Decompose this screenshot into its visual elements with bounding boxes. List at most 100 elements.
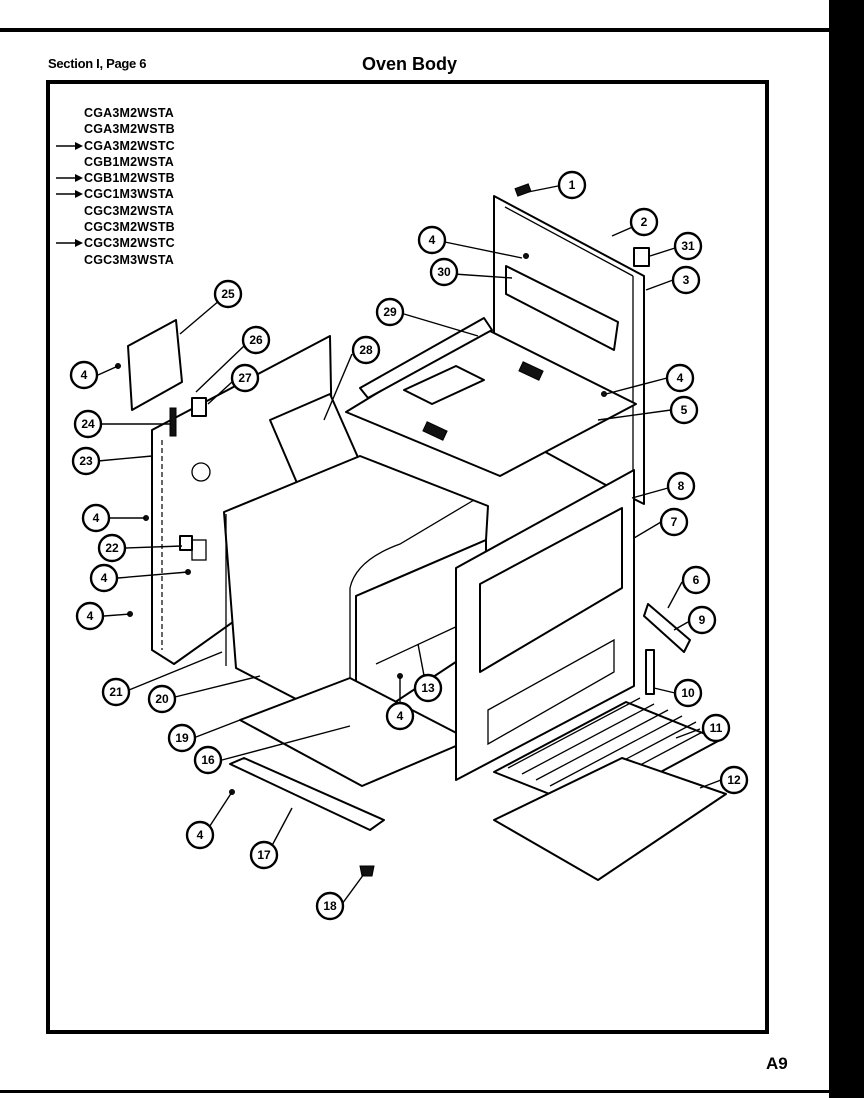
model-code: CGC1M3WSTA xyxy=(84,187,174,202)
arrow-right-icon xyxy=(56,239,83,248)
panel-25 xyxy=(127,319,183,411)
svg-text:4: 4 xyxy=(677,371,684,385)
broil-pan xyxy=(493,757,727,881)
page-code: A9 xyxy=(766,1054,788,1073)
door-hinge xyxy=(643,603,691,653)
callout-19: 19 xyxy=(167,723,197,753)
svg-text:4: 4 xyxy=(397,709,404,723)
oven-door xyxy=(455,469,635,781)
oven-body-exploded-diagram: 1 2 31 4 30 3 29 25 26 28 27 4 24 23 4 5… xyxy=(69,170,749,921)
callouts: 1 2 31 4 30 3 29 25 26 28 27 4 24 23 4 5… xyxy=(69,170,749,921)
model-number-list: CGA3M2WSTA CGA3M2WSTB CGA3M2WSTC CGB1M2W… xyxy=(56,106,175,269)
callout-22: 22 xyxy=(97,533,127,563)
svg-text:11: 11 xyxy=(710,721,723,735)
callout-9: 9 xyxy=(687,605,717,635)
svg-text:18: 18 xyxy=(323,899,337,913)
svg-text:13: 13 xyxy=(421,681,435,695)
kick-panel xyxy=(229,757,385,831)
model-code: CGB1M2WSTA xyxy=(84,154,174,169)
svg-text:4: 4 xyxy=(429,233,436,247)
model-row: CGC1M3WSTA xyxy=(56,187,175,203)
hinge-spring xyxy=(645,649,655,695)
callout-4-b: 4 xyxy=(69,360,99,390)
model-row: CGC3M3WSTA xyxy=(84,253,175,269)
callout-3: 3 xyxy=(671,265,701,295)
callout-29: 29 xyxy=(375,297,405,327)
callout-6: 6 xyxy=(681,565,711,595)
callout-1: 1 xyxy=(557,170,587,200)
bottom-border-rule xyxy=(0,1090,830,1093)
svg-text:9: 9 xyxy=(699,613,706,627)
model-row: CGB1M2WSTA xyxy=(84,155,175,171)
callout-2: 2 xyxy=(629,207,659,237)
callout-5: 5 xyxy=(669,395,699,425)
model-code: CGC3M2WSTC xyxy=(84,236,175,251)
callout-23: 23 xyxy=(71,446,101,476)
top-border-rule xyxy=(0,28,830,32)
svg-text:23: 23 xyxy=(79,454,93,468)
model-code: CGB1M2WSTB xyxy=(84,171,175,186)
arrow-right-icon xyxy=(56,190,83,199)
svg-text:29: 29 xyxy=(383,305,397,319)
arrow-right-icon xyxy=(56,174,83,183)
callout-20: 20 xyxy=(147,684,177,714)
leader-lines xyxy=(97,185,722,905)
svg-text:30: 30 xyxy=(437,265,451,279)
callout-4-e: 4 xyxy=(89,563,119,593)
model-row: CGA3M2WSTB xyxy=(84,122,175,138)
svg-text:22: 22 xyxy=(105,541,119,555)
svg-text:16: 16 xyxy=(201,753,215,767)
svg-text:25: 25 xyxy=(221,287,235,301)
svg-text:21: 21 xyxy=(109,685,123,699)
arrow-right-icon xyxy=(56,141,83,150)
callout-4-a: 4 xyxy=(417,225,447,255)
diagram-frame xyxy=(46,80,769,1034)
right-edge-bar xyxy=(829,0,864,1098)
callout-24: 24 xyxy=(73,409,103,439)
svg-text:2: 2 xyxy=(641,215,648,229)
page-title: Oven Body xyxy=(362,54,458,74)
callout-17: 17 xyxy=(249,840,279,870)
svg-text:28: 28 xyxy=(359,343,373,357)
callout-28: 28 xyxy=(351,335,381,365)
model-code: CGC3M2WSTA xyxy=(84,203,174,218)
svg-text:26: 26 xyxy=(249,333,263,347)
callout-31: 31 xyxy=(673,231,703,261)
svg-text:12: 12 xyxy=(727,773,741,787)
svg-text:19: 19 xyxy=(175,731,189,745)
svg-text:1: 1 xyxy=(569,178,576,192)
model-row: CGA3M2WSTC xyxy=(56,139,175,155)
svg-text:31: 31 xyxy=(681,239,695,253)
model-row: CGB1M2WSTB xyxy=(56,171,175,187)
callout-4-h: 4 xyxy=(185,820,215,850)
svg-text:20: 20 xyxy=(155,692,169,706)
svg-text:27: 27 xyxy=(238,371,252,385)
callout-11: 11 xyxy=(701,713,731,743)
model-code: CGC3M3WSTA xyxy=(84,252,174,267)
model-row: CGA3M2WSTA xyxy=(84,106,175,122)
callout-27: 27 xyxy=(230,363,260,393)
callout-8: 8 xyxy=(666,471,696,501)
callout-10: 10 xyxy=(673,678,703,708)
model-row: CGC3M2WSTA xyxy=(84,204,175,220)
strip-24 xyxy=(169,407,177,437)
svg-text:6: 6 xyxy=(693,573,700,587)
oven-liner xyxy=(223,455,489,731)
callout-16: 16 xyxy=(193,745,223,775)
svg-text:5: 5 xyxy=(681,403,688,417)
svg-text:4: 4 xyxy=(81,368,88,382)
callout-25: 25 xyxy=(213,279,243,309)
svg-text:17: 17 xyxy=(257,848,271,862)
callout-30: 30 xyxy=(429,257,459,287)
top-panel xyxy=(345,317,637,477)
svg-text:10: 10 xyxy=(681,686,695,700)
callout-4-c: 4 xyxy=(665,363,695,393)
section-label: Section I, Page 6 xyxy=(48,56,147,71)
leveling-leg xyxy=(359,865,375,877)
callout-7: 7 xyxy=(659,507,689,537)
callout-21: 21 xyxy=(101,677,131,707)
callout-4-g: 4 xyxy=(385,701,415,731)
model-code: CGC3M2WSTB xyxy=(84,220,175,235)
svg-text:4: 4 xyxy=(197,828,204,842)
block-27 xyxy=(191,397,207,417)
